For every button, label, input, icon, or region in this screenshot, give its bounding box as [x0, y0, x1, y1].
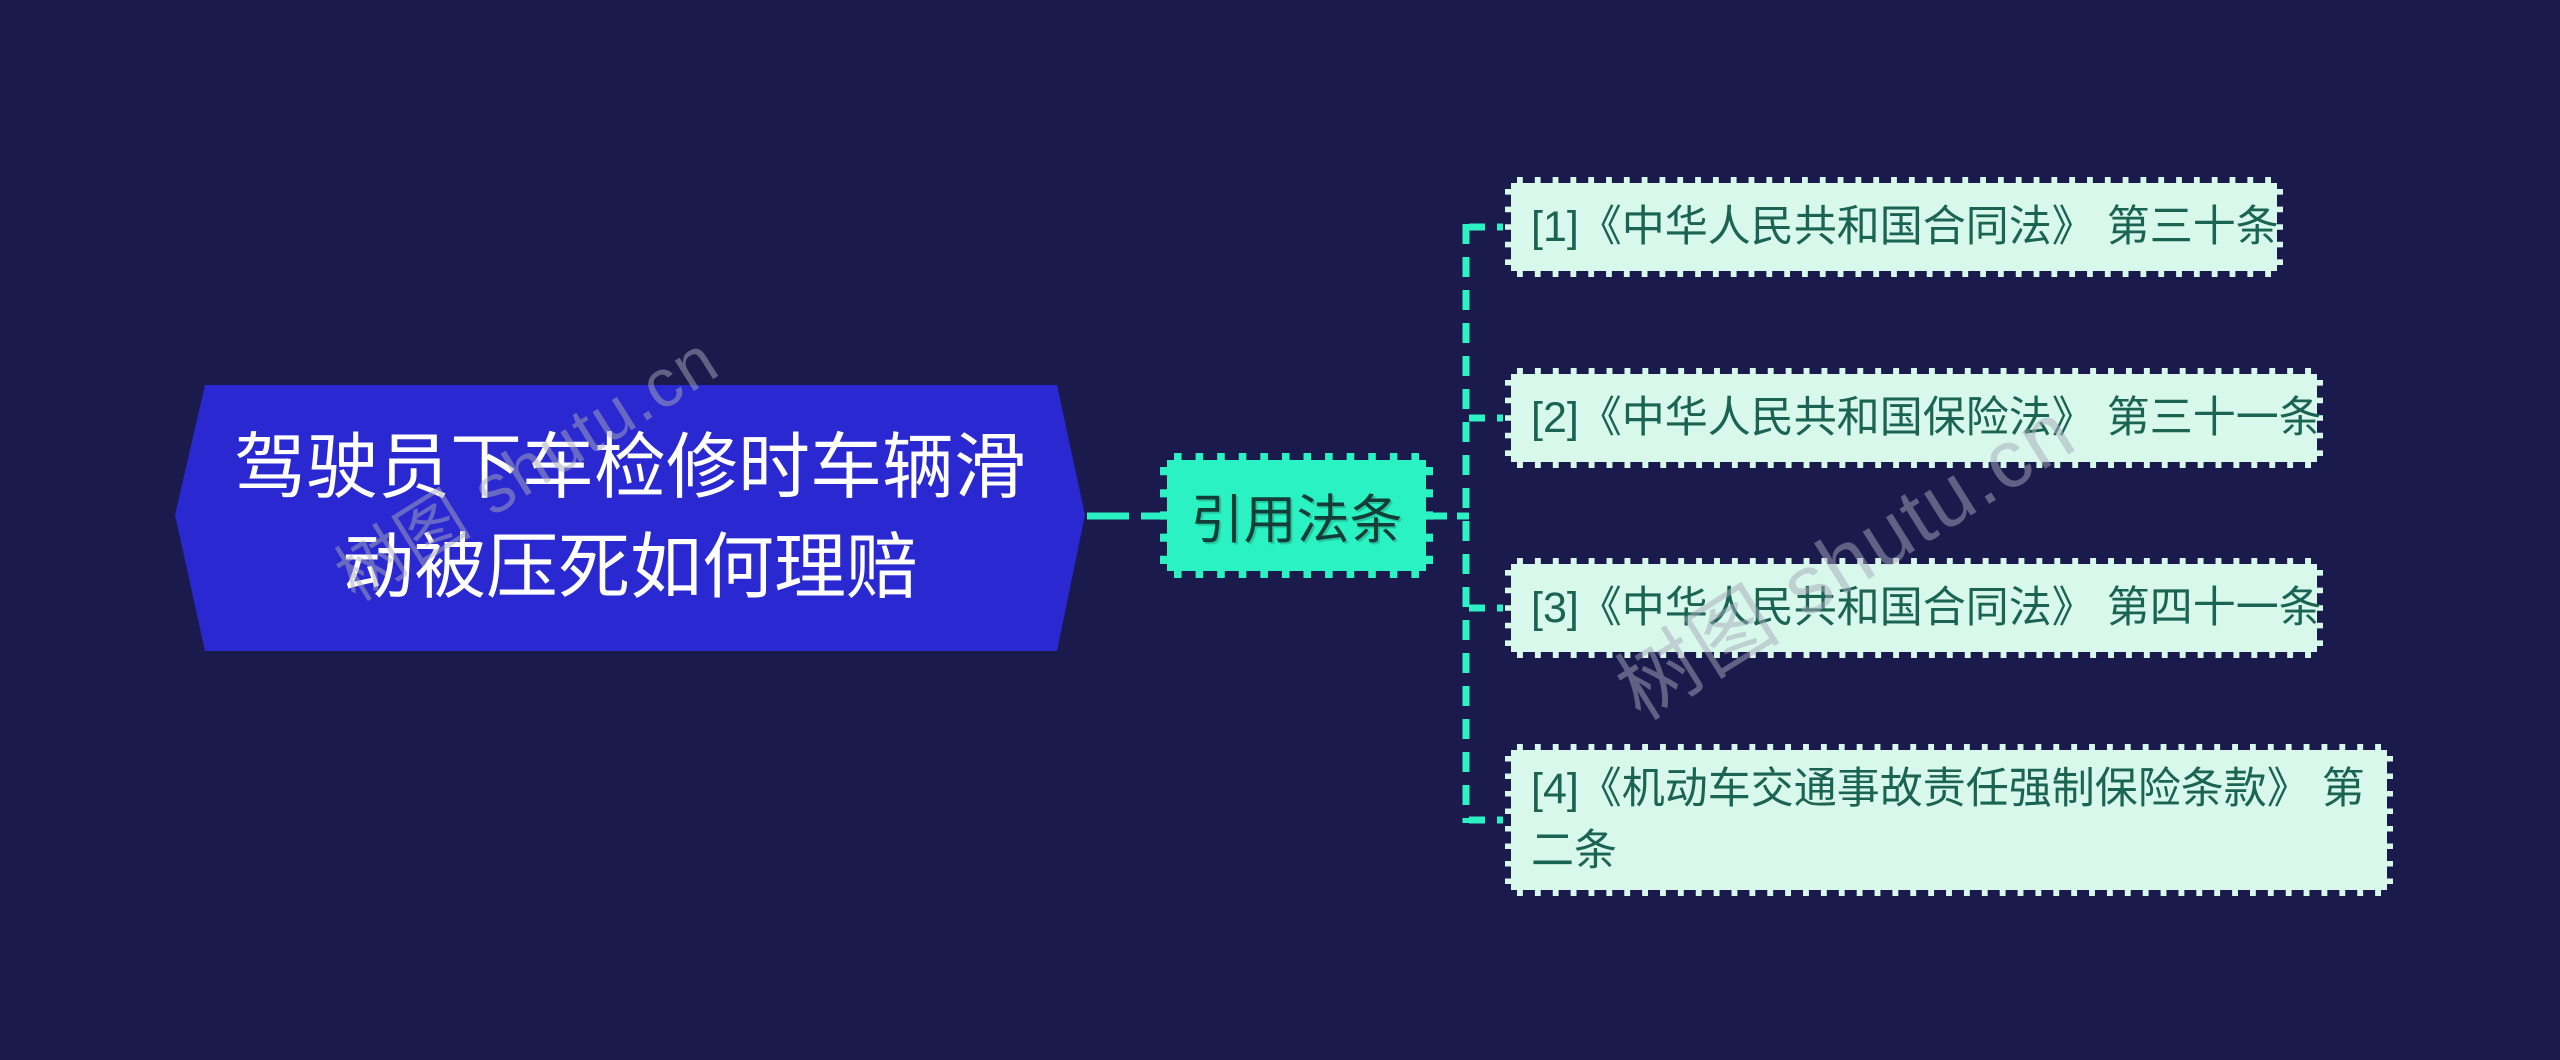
- citation-item-3-label: [3]《中华人民共和国合同法》 第四十一条: [1531, 584, 2322, 632]
- citation-item-2[interactable]: [2]《中华人民共和国保险法》 第三十一条: [1505, 368, 2323, 468]
- citation-item-4-label: [4]《机动车交通事故责任强制保险条款》 第 二条: [1531, 765, 2365, 875]
- citation-item-1-label: [1]《中华人民共和国合同法》 第三十条: [1531, 203, 2279, 251]
- citation-item-2-label: [2]《中华人民共和国保险法》 第三十一条: [1531, 394, 2322, 442]
- branch-node-label: 引用法条: [1190, 490, 1403, 550]
- root-topic-node[interactable]: 驾驶员下车检修时车辆滑 动被压死如何理赔: [175, 385, 1085, 651]
- root-topic-text: 驾驶员下车检修时车辆滑 动被压死如何理赔: [233, 428, 1026, 608]
- citation-item-4[interactable]: [4]《机动车交通事故责任强制保险条款》 第 二条: [1505, 744, 2393, 896]
- branch-node-cited-laws[interactable]: 引用法条: [1160, 453, 1433, 578]
- citation-item-1[interactable]: [1]《中华人民共和国合同法》 第三十条: [1505, 177, 2283, 277]
- citation-item-3[interactable]: [3]《中华人民共和国合同法》 第四十一条: [1505, 558, 2323, 658]
